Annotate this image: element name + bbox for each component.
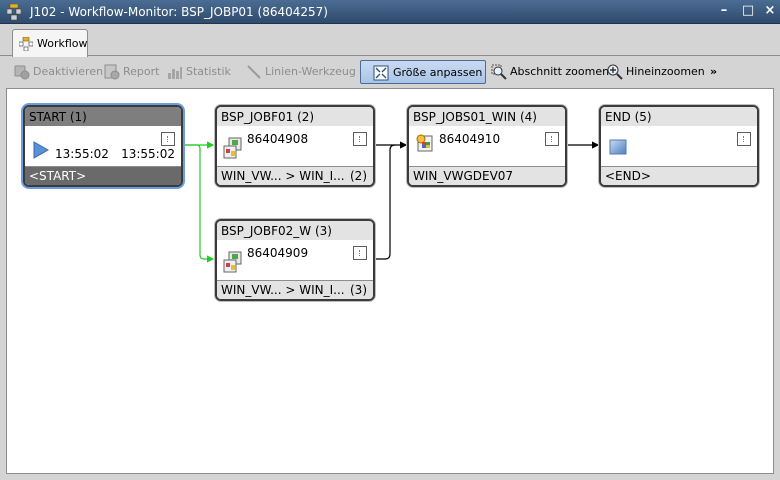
node-jobf01[interactable]: BSP_JOBF01 (2) 86404908 WIN_VW... > WIN_… (215, 105, 375, 187)
node-header: BSP_JOBS01_WIN (4) (409, 107, 565, 126)
node-footer: WIN_VW... > WIN_I... (2) (217, 166, 373, 185)
report-icon (104, 64, 120, 80)
workflow-icon (19, 37, 33, 51)
node-header: BSP_JOBF01 (2) (217, 107, 373, 126)
more-button[interactable]: » (710, 65, 718, 78)
deactivate-icon (14, 65, 30, 80)
workflow-canvas[interactable]: START (1) 13:55:02 13:55:02 <START> BSP_… (6, 88, 774, 474)
statistics-button[interactable]: Statistik (167, 60, 231, 84)
node-footer: <END> (601, 166, 757, 185)
statistics-icon (168, 67, 182, 79)
maximize-button[interactable]: □ (741, 3, 755, 18)
fit-size-button[interactable]: Größe anpassen (360, 60, 486, 84)
deactivate-button[interactable]: Deaktivieren (14, 60, 103, 84)
node-footer: WIN_VWGDEV07 (409, 166, 565, 185)
play-icon (33, 141, 49, 159)
file-transfer-icon (223, 251, 242, 273)
zoom-in-button[interactable]: Hineinzoomen (607, 60, 705, 84)
app-icon (7, 4, 21, 20)
node-header: START (1) (25, 107, 181, 126)
run-id: 86404910 (439, 132, 501, 146)
fit-size-icon (373, 65, 389, 81)
node-header: END (5) (601, 107, 757, 126)
file-transfer-icon (223, 137, 242, 159)
tab-strip: Workflow (0, 24, 780, 57)
windows-job-icon (416, 134, 433, 152)
toolbar: Deaktivieren Report Statistik Linien-Wer… (0, 57, 780, 87)
node-checkbox[interactable] (737, 132, 751, 146)
window-title: J102 - Workflow-Monitor: BSP_JOBP01 (864… (30, 5, 328, 19)
node-checkbox[interactable] (353, 132, 367, 146)
edge-start-jobf02 (183, 144, 215, 263)
node-footer: WIN_VW... > WIN_I... (3) (217, 280, 373, 299)
node-checkbox[interactable] (353, 246, 367, 260)
minimize-button[interactable]: – (720, 3, 728, 18)
connection-lines (183, 141, 600, 263)
node-checkbox[interactable] (161, 132, 175, 146)
edge-jobf02-jobs01 (375, 144, 396, 260)
title-bar: J102 - Workflow-Monitor: BSP_JOBP01 (864… (0, 0, 780, 24)
report-button[interactable]: Report (104, 60, 160, 84)
end-icon (609, 139, 627, 155)
tab-workflow[interactable]: Workflow (12, 29, 88, 57)
run-id: 86404908 (247, 132, 309, 146)
zoom-section-button[interactable]: Abschnitt zoomen (491, 60, 609, 84)
node-jobs01[interactable]: BSP_JOBS01_WIN (4) 86404910 WIN_VWGDEV07 (407, 105, 567, 187)
close-button[interactable]: × (764, 3, 776, 18)
node-end[interactable]: END (5) <END> (599, 105, 759, 187)
node-jobf02[interactable]: BSP_JOBF02_W (3) 86404909 WIN_VW... > WI… (215, 219, 375, 301)
tab-label: Workflow (37, 37, 88, 50)
node-footer: <START> (25, 166, 181, 185)
zoom-in-icon (607, 64, 623, 80)
run-id: 86404909 (247, 246, 309, 260)
start-time: 13:55:02 (55, 147, 109, 161)
zoom-section-icon (491, 64, 507, 80)
end-time: 13:55:02 (121, 147, 175, 161)
node-checkbox[interactable] (545, 132, 559, 146)
line-tool-button[interactable]: Linien-Werkzeug (246, 60, 356, 84)
node-header: BSP_JOBF02_W (3) (217, 221, 373, 240)
line-tool-icon (247, 65, 261, 79)
node-start[interactable]: START (1) 13:55:02 13:55:02 <START> (23, 105, 183, 187)
